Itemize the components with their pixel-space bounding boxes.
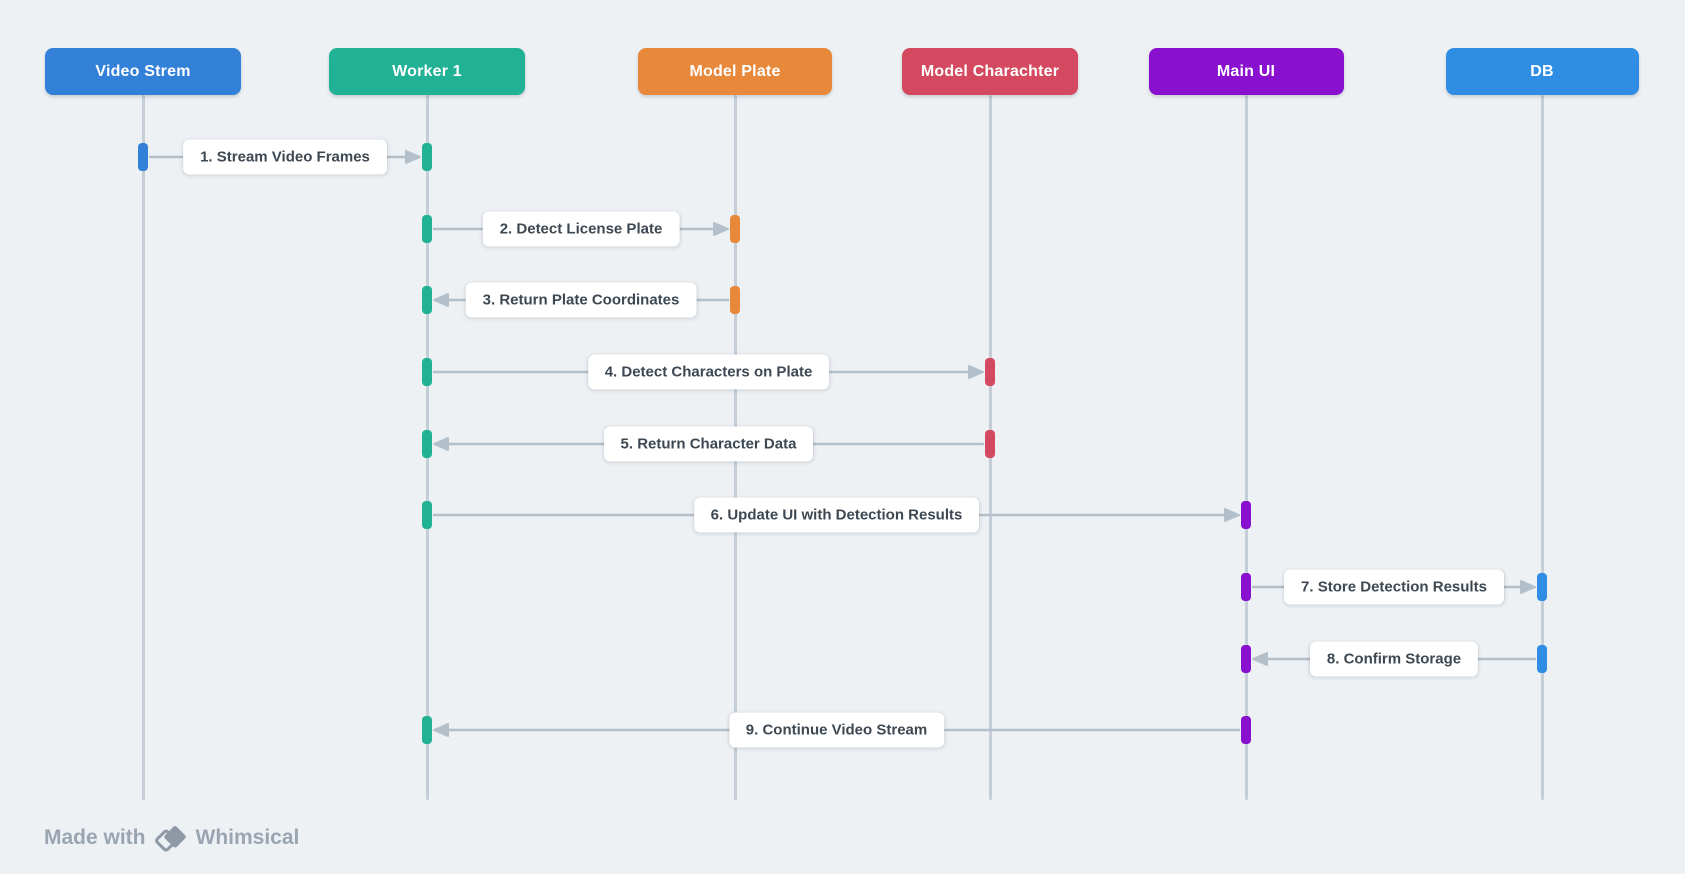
activation-bar bbox=[1241, 716, 1251, 744]
message-label[interactable]: 2. Detect License Plate bbox=[482, 211, 680, 247]
activation-bar bbox=[730, 215, 740, 243]
message-arrowhead-icon bbox=[433, 723, 449, 737]
activation-bar bbox=[422, 215, 432, 243]
actor-header-model-character[interactable]: Model Charachter bbox=[902, 48, 1078, 95]
actor-header-db[interactable]: DB bbox=[1445, 48, 1639, 95]
actor-header-model-plate[interactable]: Model Plate bbox=[638, 48, 832, 95]
message-label[interactable]: 4. Detect Characters on Plate bbox=[587, 354, 830, 390]
activation-bar bbox=[422, 143, 432, 171]
whimsical-logo-icon bbox=[154, 826, 186, 852]
message-arrowhead-icon bbox=[433, 437, 449, 451]
made-with-text: Made with bbox=[44, 826, 146, 849]
message-arrowhead-icon bbox=[968, 365, 984, 379]
message-label[interactable]: 3. Return Plate Coordinates bbox=[465, 282, 697, 318]
actor-label: Video Strem bbox=[95, 62, 191, 80]
lifeline-main-ui bbox=[1244, 95, 1248, 800]
activation-bar bbox=[1241, 645, 1251, 673]
activation-bar bbox=[985, 430, 995, 458]
message-arrowhead-icon bbox=[405, 150, 421, 164]
message-arrowhead-icon bbox=[713, 222, 729, 236]
message-arrowhead-icon bbox=[1224, 508, 1240, 522]
message-arrowhead-icon bbox=[433, 293, 449, 307]
activation-bar bbox=[422, 501, 432, 529]
actor-header-worker-1[interactable]: Worker 1 bbox=[329, 48, 525, 95]
activation-bar bbox=[138, 143, 148, 171]
message-arrowhead-icon bbox=[1520, 580, 1536, 594]
actor-label: Model Plate bbox=[689, 62, 781, 80]
lifeline-db bbox=[1540, 95, 1544, 800]
message-label[interactable]: 8. Confirm Storage bbox=[1309, 641, 1479, 677]
activation-bar bbox=[422, 430, 432, 458]
activation-bar bbox=[985, 358, 995, 386]
message-label[interactable]: 9. Continue Video Stream bbox=[728, 712, 945, 748]
whimsical-brand-text: Whimsical bbox=[195, 826, 300, 849]
activation-bar bbox=[422, 358, 432, 386]
message-label[interactable]: 1. Stream Video Frames bbox=[183, 139, 387, 175]
whimsical-watermark-link[interactable]: Made with Whimsical bbox=[44, 819, 299, 857]
actor-label: Worker 1 bbox=[392, 62, 462, 80]
actor-label: Main UI bbox=[1216, 62, 1276, 80]
actor-label: DB bbox=[1530, 62, 1554, 80]
activation-bar bbox=[422, 716, 432, 744]
lifeline-video-stream bbox=[141, 95, 145, 800]
activation-bar bbox=[1241, 573, 1251, 601]
activation-bar bbox=[1537, 573, 1547, 601]
activation-bar bbox=[1537, 645, 1547, 673]
activation-bar bbox=[422, 286, 432, 314]
message-label[interactable]: 7. Store Detection Results bbox=[1284, 569, 1504, 605]
message-label[interactable]: 5. Return Character Data bbox=[603, 426, 814, 462]
activation-bar bbox=[730, 286, 740, 314]
message-label[interactable]: 6. Update UI with Detection Results bbox=[693, 497, 980, 533]
actor-label: Model Charachter bbox=[920, 62, 1060, 80]
actor-header-main-ui[interactable]: Main UI bbox=[1148, 48, 1344, 95]
message-arrowhead-icon bbox=[1252, 652, 1268, 666]
actor-header-video-stream[interactable]: Video Strem bbox=[45, 48, 241, 95]
activation-bar bbox=[1241, 501, 1251, 529]
